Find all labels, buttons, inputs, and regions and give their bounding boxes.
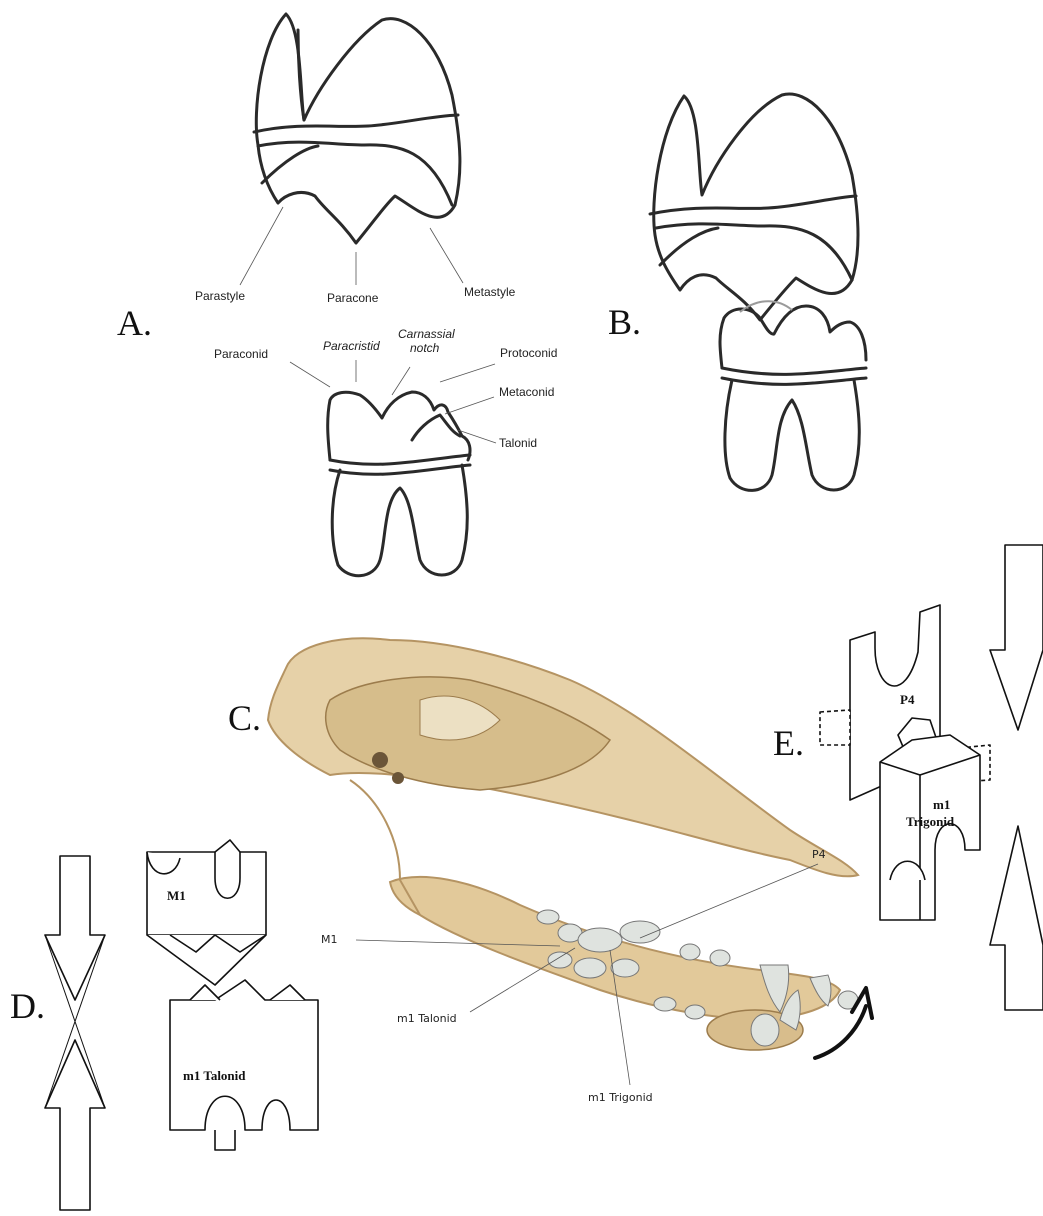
- block-label-m1: M1: [167, 888, 186, 903]
- label-metastyle: Metastyle: [464, 285, 516, 299]
- label-metaconid: Metaconid: [499, 385, 554, 399]
- panel-label-b: B.: [608, 302, 641, 342]
- panel-d-m1-talonid-block: [170, 980, 318, 1150]
- panel-label-e: E.: [773, 723, 804, 763]
- panel-a-lower-tooth: [328, 392, 470, 576]
- label-carnassial: Carnassial: [398, 327, 455, 341]
- panel-label-d: D.: [10, 986, 45, 1026]
- label-talonid: Talonid: [499, 436, 537, 450]
- label-parastyle: Parastyle: [195, 289, 245, 303]
- label-paracristid: Paracristid: [323, 339, 380, 353]
- panel-b-occlusion: [650, 94, 866, 490]
- panel-e-arrows: [990, 545, 1043, 1010]
- panel-d-m1-block: [147, 840, 266, 985]
- panel-a-upper-tooth: [254, 14, 460, 243]
- label-protoconid: Protoconid: [500, 346, 557, 360]
- panel-d-arrows: [45, 856, 105, 1210]
- label-notch: notch: [410, 341, 440, 355]
- label-skull-m1: M1: [321, 933, 338, 946]
- label-paracone: Paracone: [327, 291, 379, 305]
- label-skull-m1-trigonid: m1 Trigonid: [588, 1091, 653, 1104]
- label-skull-m1-talonid: m1 Talonid: [397, 1012, 457, 1025]
- label-paraconid: Paraconid: [214, 347, 268, 361]
- block-label-m1-talonid: m1 Talonid: [183, 1068, 246, 1083]
- block-label-p4: P4: [900, 692, 915, 707]
- block-label-m1: m1: [933, 797, 950, 812]
- label-skull-p4: P4: [812, 848, 826, 861]
- panel-label-a: A.: [117, 303, 152, 343]
- block-label-trigonid: Trigonid: [906, 814, 955, 829]
- panel-label-c: C.: [228, 698, 261, 738]
- panel-c-skull: [268, 638, 872, 1058]
- panel-a-upper-leader-lines: [240, 207, 463, 285]
